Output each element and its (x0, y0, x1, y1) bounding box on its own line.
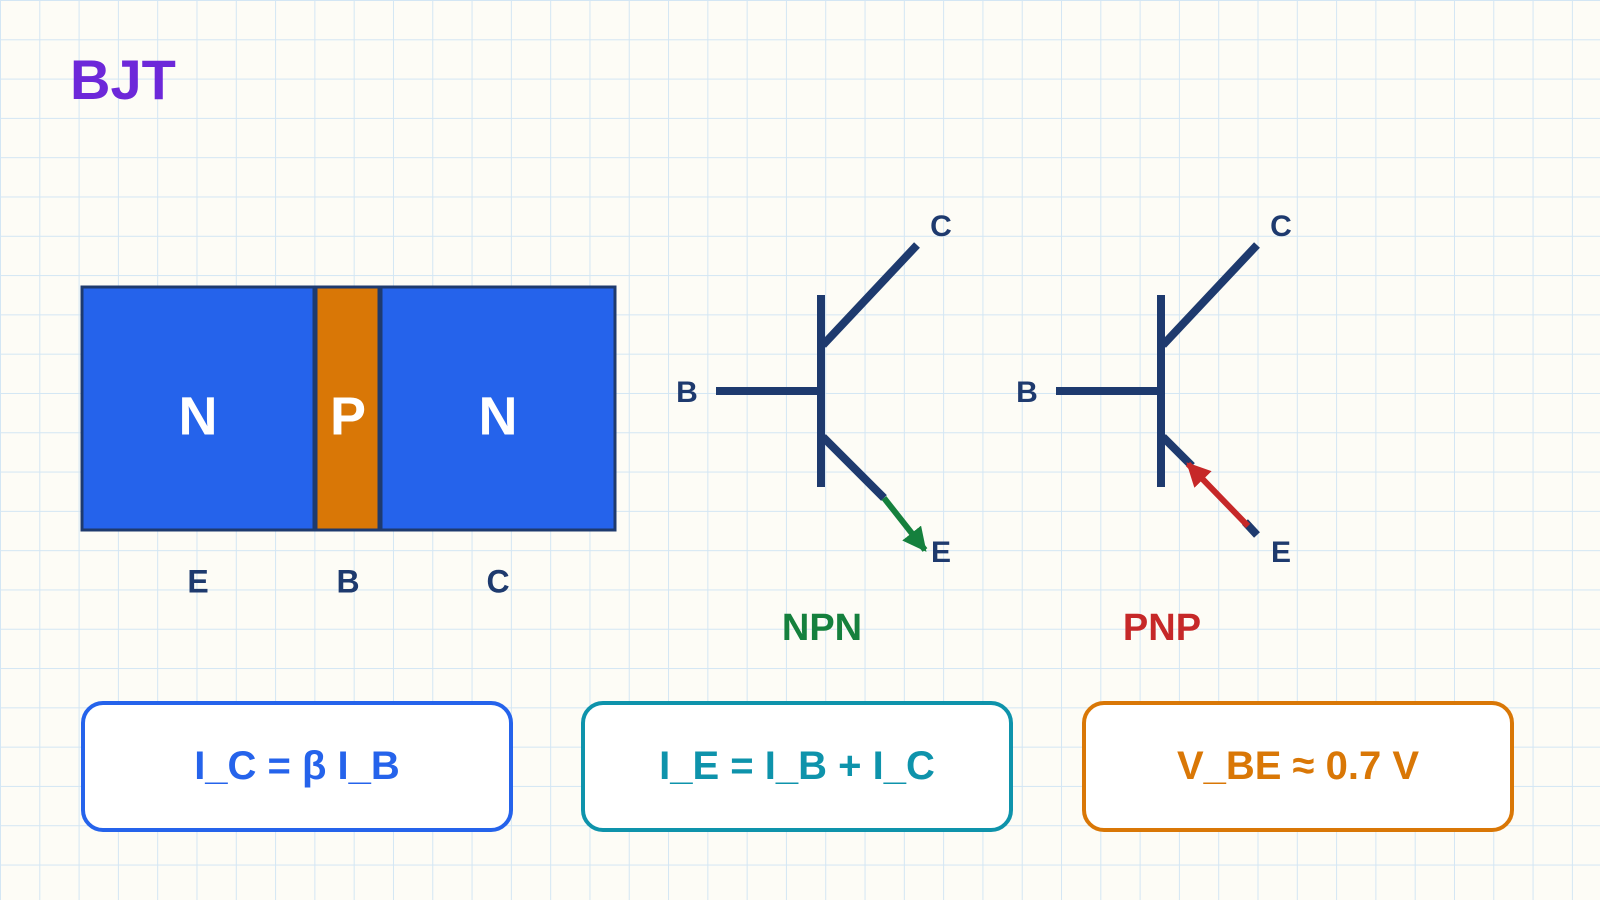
emitter-terminal-label: E (187, 563, 208, 599)
npn-symbol: B C E NPN (676, 210, 952, 649)
formula-emitter-current: I_E = I_B + I_C (581, 701, 1013, 832)
pnp-emitter-label: E (1271, 536, 1291, 569)
npn-base-label: B (676, 376, 698, 409)
base-region-label: P (330, 386, 366, 446)
pnp-symbol: B C E PNP (1016, 210, 1292, 649)
pnp-collector-label: C (1270, 210, 1292, 243)
collector-terminal-label: C (486, 563, 509, 599)
pnp-caption: PNP (1123, 607, 1201, 649)
emitter-region-label: N (179, 386, 218, 446)
collector-n-region (378, 285, 617, 532)
npn-collector-lead (820, 242, 920, 348)
pnp-emitter-arrow (1185, 461, 1251, 529)
npn-collector-label: C (930, 210, 952, 243)
base-p-region (313, 285, 382, 532)
pnp-emitter-lead (1160, 434, 1195, 469)
semiconductor-structure: N P N E B C (80, 285, 617, 599)
npn-emitter-label: E (931, 536, 951, 569)
page-title: BJT (70, 48, 176, 111)
npn-caption: NPN (782, 607, 862, 649)
base-terminal-label: B (336, 563, 359, 599)
npn-emitter-arrow (881, 496, 928, 552)
pnp-collector-lead (1160, 242, 1260, 348)
formula-collector-current: I_C = β I_B (81, 701, 513, 832)
collector-region-label: N (479, 386, 518, 446)
emitter-n-region (80, 285, 317, 532)
formula-base-emitter-voltage: V_BE ≈ 0.7 V (1082, 701, 1514, 832)
npn-emitter-lead (820, 434, 887, 501)
pnp-base-label: B (1016, 376, 1038, 409)
